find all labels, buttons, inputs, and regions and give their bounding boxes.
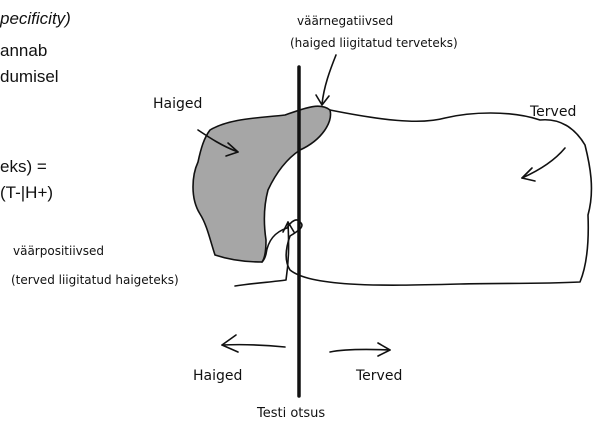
test-decision-label: Testi otsus xyxy=(257,406,325,421)
terved-arrow xyxy=(522,148,565,178)
right-direction-arrow xyxy=(330,349,390,352)
left-text-line-3: dumisel xyxy=(0,66,59,88)
false-negative-label: väärnegatiivsed xyxy=(297,14,393,28)
left-text-line-2: annab xyxy=(0,40,47,62)
false-negative-description: (haiged liigitatud terveteks) xyxy=(290,36,458,50)
healthy-label-top: Terved xyxy=(530,104,576,120)
left-text-line-5: (T-|H+) xyxy=(0,182,53,204)
sick-label-top: Haiged xyxy=(153,96,202,112)
left-direction-arrow xyxy=(222,345,285,347)
left-text-line-4: eks) = xyxy=(0,156,47,178)
sick-label-bottom: Haiged xyxy=(193,368,242,384)
false-positive-description: (terved liigitatud haigeteks) xyxy=(11,273,179,287)
healthy-label-bottom: Terved xyxy=(356,368,402,384)
sick-distribution-shape xyxy=(193,106,330,262)
false-positive-label: väärpositiivsed xyxy=(13,244,104,258)
left-text-line-1: pecificity) xyxy=(0,8,71,30)
